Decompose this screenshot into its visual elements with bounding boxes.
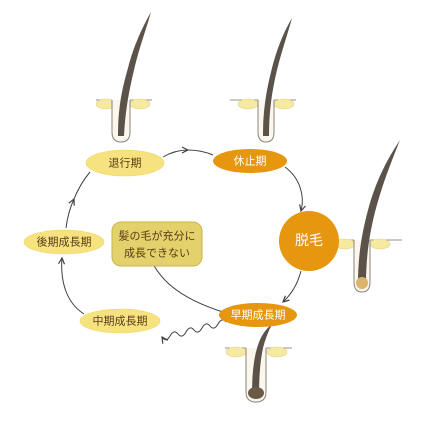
stage-resting: 休止期 (213, 149, 287, 173)
stage-late-growth-label: 後期成長期 (37, 235, 92, 249)
stage-early-growth-label: 早期成長期 (231, 309, 286, 322)
stage-mid-growth: 中期成長期 (79, 308, 161, 334)
stage-mid-growth-label: 中期成長期 (93, 315, 148, 328)
stage-resting-label: 休止期 (234, 155, 267, 168)
stage-early-growth: 早期成長期 (219, 303, 297, 327)
arrow-regression-to-resting (162, 150, 188, 158)
arrow-regression-to-resting-tail (187, 149, 214, 156)
hair-follicle-illustration-resting (230, 18, 296, 143)
stage-shedding: 脱毛 (279, 211, 339, 271)
note-line-1: 髪の毛が充分に (119, 229, 196, 243)
stage-late-growth: 後期成長期 (23, 229, 105, 255)
wavy-arrow-early-growth-to-mid-growth (162, 319, 227, 340)
hair-follicle-illustration-regression (95, 12, 152, 143)
stage-regression-label: 退行期 (109, 157, 142, 170)
arrow-late-growth-to-regression-tail (73, 171, 91, 200)
note-box: 髪の毛が充分に 成長できない (111, 221, 203, 267)
hair-follicle-illustration-early-growth (225, 324, 292, 403)
stage-regression: 退行期 (85, 149, 165, 177)
arrow-shedding-to-early-growth (283, 270, 302, 302)
note-line-2: 成長できない (124, 247, 190, 260)
hair-follicle-illustration-shedding (334, 140, 402, 293)
arrow-resting-to-shedding (284, 166, 302, 211)
stage-shedding-label: 脱毛 (295, 233, 323, 249)
arrow-late-growth-to-regression (65, 199, 74, 229)
arrow-mid-growth-to-late-growth (62, 258, 85, 315)
